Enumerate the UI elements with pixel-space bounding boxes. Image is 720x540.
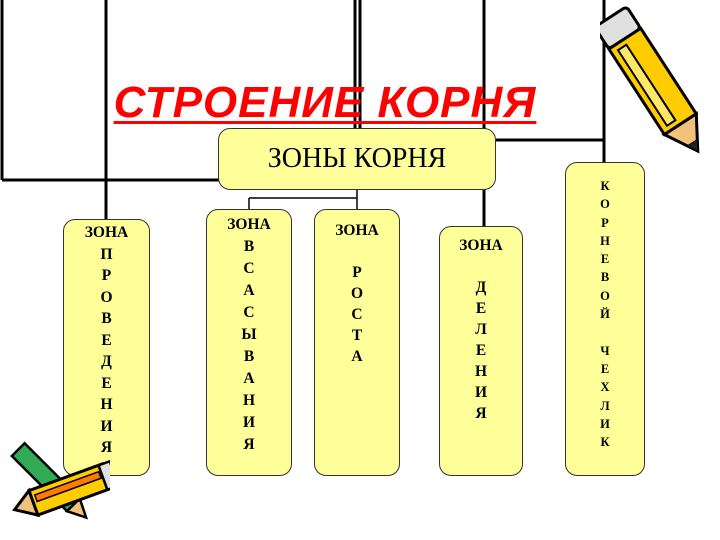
zone-letter: ЗОНА xyxy=(84,224,129,241)
zones-header-box: ЗОНЫ КОРНЯ xyxy=(218,128,496,190)
pencil-icon xyxy=(600,6,700,154)
zone-letter: Р xyxy=(101,267,112,284)
slide-title: СТРОЕНИЕ КОРНЯ xyxy=(113,78,537,127)
zone-letter: А xyxy=(243,370,255,387)
zone-letter: О xyxy=(600,197,610,212)
zone-letter: Т xyxy=(351,327,363,344)
zone-letter: Я xyxy=(243,436,255,453)
zone-letter: К xyxy=(600,435,610,450)
zone-letter: И xyxy=(600,416,610,431)
zone-letter: П xyxy=(100,245,113,263)
zone-letter: О xyxy=(100,288,113,306)
pencils-icon xyxy=(10,441,110,520)
zone-letter: В xyxy=(600,270,610,285)
zone-letter: ЗОНА xyxy=(335,222,379,239)
zone-letter: Н xyxy=(242,392,256,409)
zone-letter: О xyxy=(350,285,364,302)
zone-letter: Н xyxy=(600,233,610,248)
zone-letter: Е xyxy=(600,252,610,267)
zone-letter xyxy=(566,323,644,341)
zone-letter: С xyxy=(243,260,255,277)
zone-letter: Е xyxy=(600,361,610,376)
zone-letter: Е xyxy=(101,331,112,349)
zone-letter: О xyxy=(600,288,610,303)
zone-letter: Н xyxy=(100,396,113,413)
zone-letter: Я xyxy=(475,405,487,422)
zone-letter: Д xyxy=(101,353,112,370)
zone-letter xyxy=(440,256,522,277)
zone-letter: ЗОНА xyxy=(459,237,503,254)
zone-letter: К xyxy=(600,179,610,193)
connectors xyxy=(248,190,358,209)
zone-letter: И xyxy=(242,414,256,431)
zone-letter: Р xyxy=(601,215,609,230)
zone-letter: Р xyxy=(352,264,362,281)
zone-letter: В xyxy=(243,348,255,365)
zone-letter: Н xyxy=(474,363,488,380)
zone-letter: И xyxy=(100,417,113,435)
zone-letter: Х xyxy=(600,380,610,395)
zone-letter xyxy=(315,241,399,262)
zone-letter: ЗОНА xyxy=(227,216,271,233)
zone-letter: Е xyxy=(475,342,487,359)
zone-letter: Ы xyxy=(241,326,257,343)
zone-letter: В xyxy=(101,310,112,327)
zone-letter: А xyxy=(243,282,255,299)
zone-letter: С xyxy=(351,306,363,323)
zone-letter: В xyxy=(243,238,255,255)
zone-letter: Л xyxy=(600,398,610,413)
zone-letter: Й xyxy=(600,307,610,322)
zone-letter: Я xyxy=(100,439,113,456)
zone-letter: А xyxy=(351,348,363,365)
zone-letter: Е xyxy=(475,300,487,317)
zone-letter: Л xyxy=(475,321,487,338)
zone-letter: Д xyxy=(475,279,487,296)
zones-header-label: ЗОНЫ КОРНЯ xyxy=(267,143,447,174)
zone-letter: Ч xyxy=(600,343,610,358)
zone-letter: Е xyxy=(101,374,112,392)
zone-letter: С xyxy=(243,304,255,321)
zone-letter: И xyxy=(474,384,488,401)
